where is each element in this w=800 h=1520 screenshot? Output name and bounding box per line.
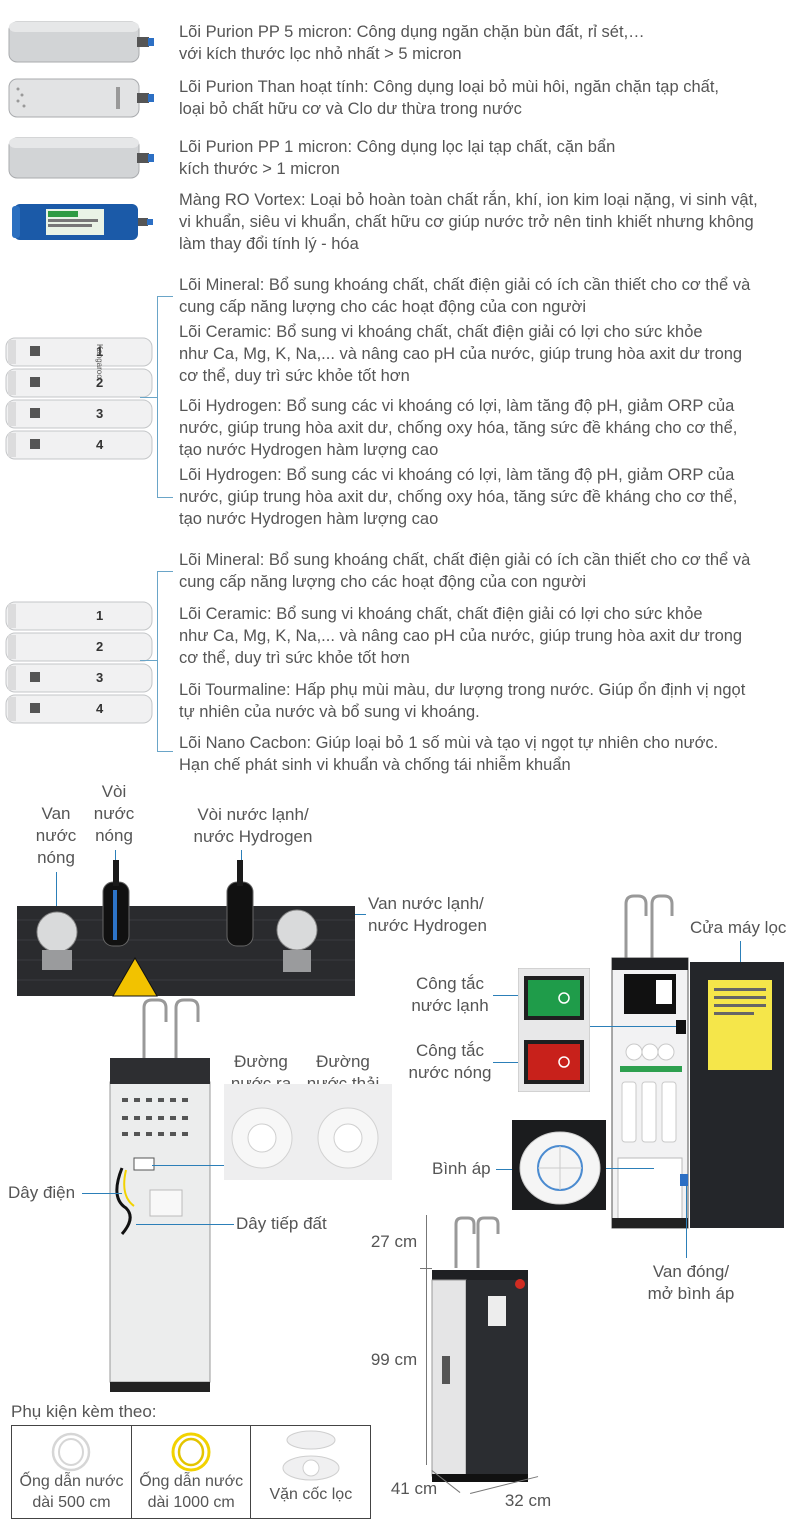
dimension-width: 32 cm: [504, 1491, 552, 1510]
cabinet-door-leader: [740, 941, 741, 973]
cold-valve-label: Van nước lạnh/ nước Hydrogen: [368, 894, 487, 935]
group1-mineral-text: Lõi Mineral: Bổ sung khoáng chất, chất đ…: [179, 276, 751, 316]
accessories-table: Ống dẫn nước dài 500 cm Ống dẫn nước dài…: [11, 1425, 371, 1519]
front-view-image: [428, 1216, 536, 1484]
filter-ro-membrane-image: [6, 200, 158, 244]
accessories-title: Phụ kiện kèm theo:: [11, 1402, 157, 1421]
cartridge-stack-2: [4, 600, 156, 728]
filter-carbon-text: Lõi Purion Than hoạt tính: Công dụng loạ…: [179, 78, 719, 118]
accessory-label: Ống dẫn nước dài 1000 cm: [139, 1473, 244, 1511]
group2-nano-carbon-text: Lõi Nano Cacbon: Giúp loại bỏ 1 số mùi v…: [179, 734, 719, 774]
hot-switch-leader: [493, 1062, 519, 1063]
filter-pp1-text: Lõi Purion PP 1 micron: Công dụng lọc lạ…: [179, 138, 616, 178]
group1-tick: [140, 397, 157, 398]
cartridge-number: 1: [96, 344, 104, 359]
cartridge-brand-label: Kangaroo: [95, 344, 104, 379]
power-cord-leader: [82, 1193, 122, 1194]
switch-panel: [518, 968, 590, 1092]
cartridge-number: 1: [96, 608, 104, 623]
switch-panel-leader: [590, 1026, 676, 1027]
cartridge-number: 4: [96, 701, 104, 716]
accessory-tube-500: Ống dẫn nước dài 500 cm: [12, 1426, 132, 1518]
tank-valve-label: Van đóng/ mở bình áp: [647, 1262, 735, 1303]
cartridge-number: 3: [96, 670, 104, 685]
group2-bracket: [157, 571, 158, 752]
dimension-depth: 41 cm: [390, 1479, 438, 1498]
dimension-line-height: [426, 1215, 427, 1465]
group1-hydrogen-text-2: Lõi Hydrogen: Bổ sung các vi khoáng có l…: [179, 466, 738, 528]
group2-tick: [140, 660, 157, 661]
pressure-tank-image: [512, 1120, 606, 1210]
group1-ceramic-text: Lõi Ceramic: Bổ sung vi khoáng chất, chấ…: [179, 323, 743, 385]
open-cabinet-image: [610, 892, 786, 1232]
accessory-tube-1000: Ống dẫn nước dài 1000 cm: [132, 1426, 252, 1518]
cold-switch-leader: [493, 995, 519, 996]
group2-tick: [157, 571, 173, 572]
top-panel-image: [17, 860, 355, 998]
cartridge-number: 2: [96, 375, 104, 390]
dimension-top: 27 cm: [370, 1232, 418, 1251]
cartridge-number: 3: [96, 406, 104, 421]
hot-switch-label: Công tắc nước nóng: [408, 1041, 492, 1082]
rear-label-leader: [152, 1165, 224, 1166]
pressure-tank-label: Bình áp: [432, 1159, 491, 1178]
hot-valve-leader: [56, 872, 57, 906]
filter-carbon-image: [6, 77, 156, 119]
accessory-filter-wrench: Vặn cốc lọc: [251, 1426, 370, 1518]
power-cord-label: Dây điện: [8, 1183, 76, 1202]
hot-valve-label: Van nước nóng: [35, 804, 77, 867]
group2-mineral-text: Lõi Mineral: Bổ sung khoáng chất, chất đ…: [179, 551, 751, 591]
cartridge-stack-1: [4, 336, 156, 464]
cartridge-number: 4: [96, 437, 104, 452]
accessory-label: Vặn cốc lọc: [269, 1486, 353, 1503]
cold-switch-label: Công tắc nước lạnh: [411, 974, 489, 1015]
rear-view-image: [108, 998, 212, 1394]
cold-tap-label: Vòi nước lạnh/ nước Hydrogen: [193, 805, 313, 846]
ro-membrane-text: Màng RO Vortex: Loại bỏ hoàn toàn chất r…: [179, 191, 758, 253]
group1-bracket: [157, 296, 158, 498]
cartridge-number: 2: [96, 639, 104, 654]
hot-tap-label: Vòi nước nóng: [93, 782, 135, 845]
dimension-divider: [420, 1268, 432, 1269]
filter-pp5-image: [6, 19, 156, 65]
group2-tick: [157, 751, 173, 752]
group2-tourmaline-text: Lõi Tourmaline: Hấp phụ mùi màu, dư lượn…: [179, 681, 746, 721]
accessory-label: Ống dẫn nước dài 500 cm: [19, 1473, 124, 1511]
filter-pp1-image: [6, 136, 156, 180]
filter-pp5-text: Lõi Purion PP 5 micron: Công dụng ngăn c…: [179, 23, 645, 63]
group1-tick: [157, 497, 173, 498]
outlets-closeup-image: [224, 1084, 392, 1180]
group2-ceramic-text: Lõi Ceramic: Bổ sung vi khoáng chất, chấ…: [179, 605, 743, 667]
tank-valve-leader: [686, 1186, 687, 1258]
pressure-tank-link: [606, 1168, 654, 1169]
group1-hydrogen-text: Lõi Hydrogen: Bổ sung các vi khoáng có l…: [179, 397, 738, 459]
group1-tick: [157, 296, 173, 297]
dimension-height: 99 cm: [370, 1350, 418, 1369]
ground-wire-label: Dây tiếp đất: [236, 1214, 327, 1233]
cabinet-door-label: Cửa máy lọc: [690, 918, 787, 937]
ground-wire-leader: [136, 1224, 234, 1225]
